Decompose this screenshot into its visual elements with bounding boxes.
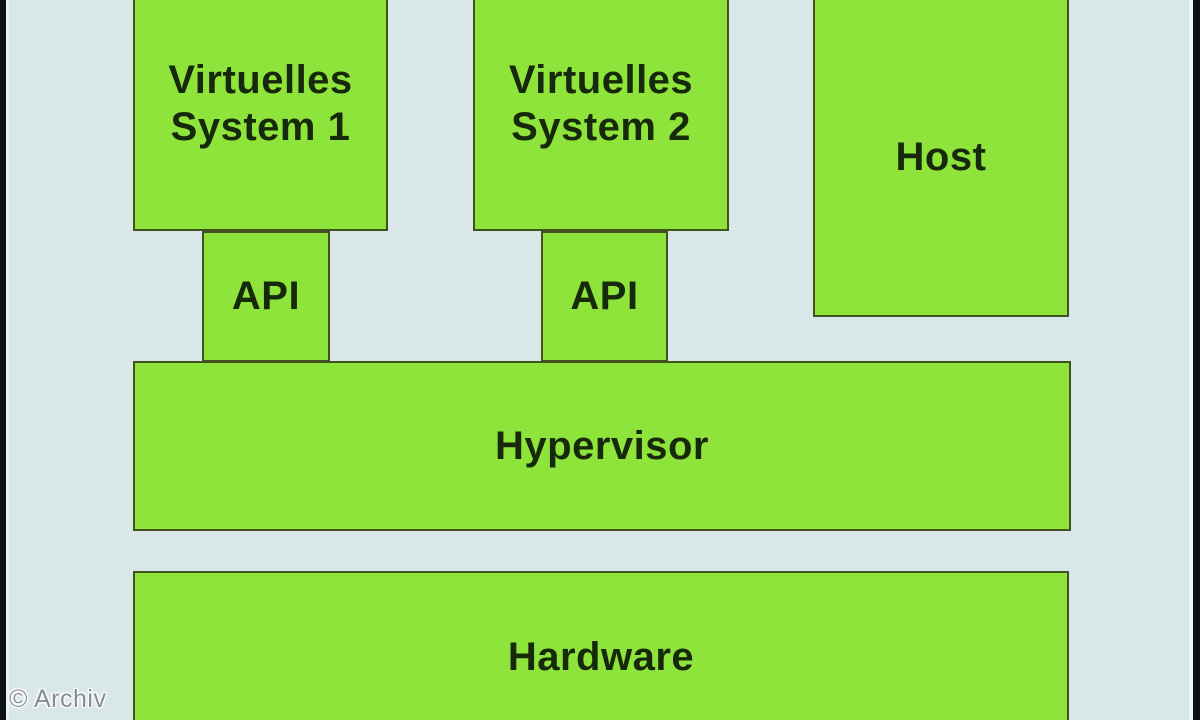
- node-api-1: API: [202, 231, 330, 362]
- right-edge-band: [1189, 0, 1200, 720]
- left-edge-band: [0, 0, 9, 720]
- node-virtual-system-2: Virtuelles System 2: [473, 0, 729, 231]
- node-api-2: API: [541, 231, 668, 362]
- node-virtual-system-1: Virtuelles System 1: [133, 0, 388, 231]
- node-hardware: Hardware: [133, 571, 1069, 720]
- node-host-label: Host: [895, 135, 987, 179]
- node-hardware-label: Hardware: [507, 634, 695, 679]
- node-virtual-system-1-label-line2: System 1: [170, 104, 351, 149]
- node-virtual-system-2-label-line2: System 2: [511, 104, 691, 149]
- archiv-watermark: © Archiv: [9, 685, 107, 713]
- node-api-2-label: API: [570, 274, 639, 318]
- node-hypervisor: Hypervisor: [133, 361, 1071, 531]
- node-virtual-system-2-label-line1: Virtuelles: [508, 57, 694, 102]
- node-api-1-label: API: [231, 274, 301, 318]
- node-virtual-system-1-label-line1: Virtuelles: [168, 57, 353, 102]
- node-host: Host: [813, 0, 1069, 317]
- node-hypervisor-label: Hypervisor: [495, 423, 709, 468]
